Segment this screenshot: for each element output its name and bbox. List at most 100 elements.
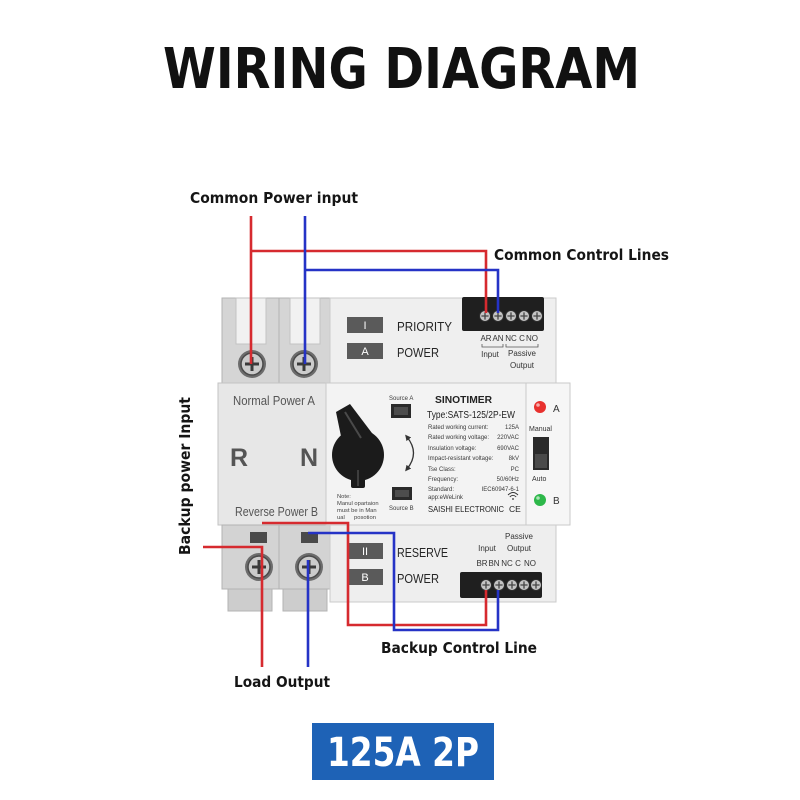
pin-label: C	[519, 334, 525, 343]
spec-label: Frequency:	[428, 477, 458, 483]
input-bracket	[481, 344, 504, 348]
bottom-control-terminal-block: Passive Input Output BR BN NC C NO	[460, 532, 543, 598]
model-type: Type:SATS-125/2P-EW	[427, 410, 515, 421]
terminal-screw	[243, 551, 275, 583]
input-label: Input	[481, 350, 500, 359]
source-b-mark: B	[361, 572, 368, 584]
spec-value: 220VAC	[497, 435, 520, 441]
pin-label: C	[515, 559, 521, 568]
note-heading: Note:	[337, 494, 351, 500]
pin-label: BN	[488, 559, 499, 568]
output-label: Output	[510, 361, 535, 370]
backup-neutral-control-wire	[308, 531, 500, 632]
control-terminal-screw	[504, 309, 518, 323]
manufacturer: SAISHI ELECTRONIC	[428, 504, 504, 514]
manual-label: Manual	[529, 426, 552, 433]
page-title: WIRING DIAGRAM	[163, 37, 640, 102]
control-terminal-screw	[479, 578, 493, 592]
wiring	[203, 216, 500, 667]
led-b-label: B	[553, 496, 560, 507]
led-a-label: A	[553, 404, 560, 415]
phase-label: R	[230, 444, 248, 472]
control-terminal-screw	[505, 578, 519, 592]
input-label: Input	[478, 544, 497, 553]
ce-mark: CE	[509, 504, 521, 514]
source-a-power-label: POWER	[397, 345, 439, 360]
spec-label: Tse Class:	[428, 467, 456, 473]
spec-label: Rated working current:	[428, 425, 489, 431]
pin-label: AN	[492, 334, 503, 343]
pin-label: NC	[501, 559, 513, 568]
priority-mark: I	[363, 320, 366, 332]
neutral-label: N	[300, 444, 318, 472]
pin-label: BR	[476, 559, 487, 568]
note-line: posotion	[354, 515, 376, 521]
source-b-label: Source B	[389, 506, 414, 512]
spec-label: Insulation voltage:	[428, 446, 477, 452]
pin-label: NO	[526, 334, 538, 343]
normal-power-label: Normal Power A	[233, 393, 315, 408]
rating-badge-background	[312, 723, 494, 780]
backup-power-input-label: Backup power Input	[176, 397, 194, 555]
spec-label: Impact-resistant voltage:	[428, 456, 494, 462]
source-a-window	[391, 404, 411, 418]
rotary-handle	[332, 404, 384, 488]
source-a-label: Source A	[389, 396, 413, 402]
output-label: Output	[507, 544, 532, 553]
source-b-power-label: POWER	[397, 571, 439, 586]
load-output-label: Load Output	[234, 673, 330, 691]
common-power-input-label: Common Power input	[190, 189, 358, 207]
transfer-switch: Normal Power A R N Reverse Power B I PRI…	[217, 297, 571, 612]
rating-badge-text: 125A 2P	[327, 730, 479, 776]
spec-value: 50/60Hz	[497, 477, 519, 483]
source-b-led	[534, 494, 546, 506]
backup-live-control-wire	[262, 521, 488, 627]
note-line: must be in Man	[337, 508, 377, 514]
control-terminal-screw	[517, 578, 531, 592]
indicator-panel: A Manual Auto B	[525, 382, 571, 526]
brand-name: SINOTIMER	[435, 395, 493, 406]
passive-label: Passive	[505, 532, 534, 541]
app-label: app:eWeLink	[428, 495, 464, 501]
source-b-window	[392, 487, 412, 500]
breaker-front-panel: Normal Power A R N Reverse Power B	[217, 382, 331, 526]
reserve-label: RESERVE	[397, 545, 448, 560]
top-control-terminal-block: AR AN NC C NO Input Passive Output	[462, 297, 544, 370]
spec-value: IEC60947-6-1	[482, 487, 520, 493]
control-terminal-screw	[517, 309, 531, 323]
control-terminal-screw	[492, 578, 506, 592]
wifi-icon	[507, 492, 519, 500]
pin-label: AR	[480, 334, 491, 343]
spec-value: 8kV	[509, 456, 519, 462]
reserve-mark: II	[362, 546, 368, 558]
pin-label: NO	[524, 559, 536, 568]
backup-live-wire	[203, 545, 264, 667]
priority-label: PRIORITY	[397, 319, 452, 334]
control-terminal-screw	[529, 578, 543, 592]
passive-label: Passive	[508, 349, 537, 358]
spec-label: Standard:	[428, 487, 454, 493]
manual-auto-switch	[533, 437, 549, 470]
source-a-led	[534, 401, 546, 413]
pin-label: NC	[505, 334, 517, 343]
spec-value: 125A	[505, 425, 519, 431]
common-control-lines-label: Common Control Lines	[494, 246, 669, 264]
auto-label: Auto	[532, 476, 547, 483]
backup-control-line-label: Backup Control Line	[381, 639, 537, 657]
source-a-terminal-housing	[221, 297, 331, 385]
spec-value: 690VAC	[497, 446, 520, 452]
rating-badge: 125A 2P	[312, 723, 494, 780]
source-a-mark: A	[361, 346, 369, 358]
spec-value: PC	[511, 467, 520, 473]
common-live-control-wire	[251, 249, 488, 313]
note-line: ual	[337, 515, 345, 521]
note-line: Manul opartaion	[337, 501, 379, 507]
common-neutral-control-wire	[305, 268, 500, 313]
rotation-arrow-icon	[405, 434, 415, 472]
reverse-power-label: Reverse Power B	[235, 504, 318, 519]
selector-panel: Source A Source B Note: Manul opartaion …	[325, 382, 527, 526]
output-bracket	[505, 344, 539, 348]
spec-label: Rated working voltage:	[428, 435, 489, 441]
control-terminal-screw	[530, 309, 544, 323]
